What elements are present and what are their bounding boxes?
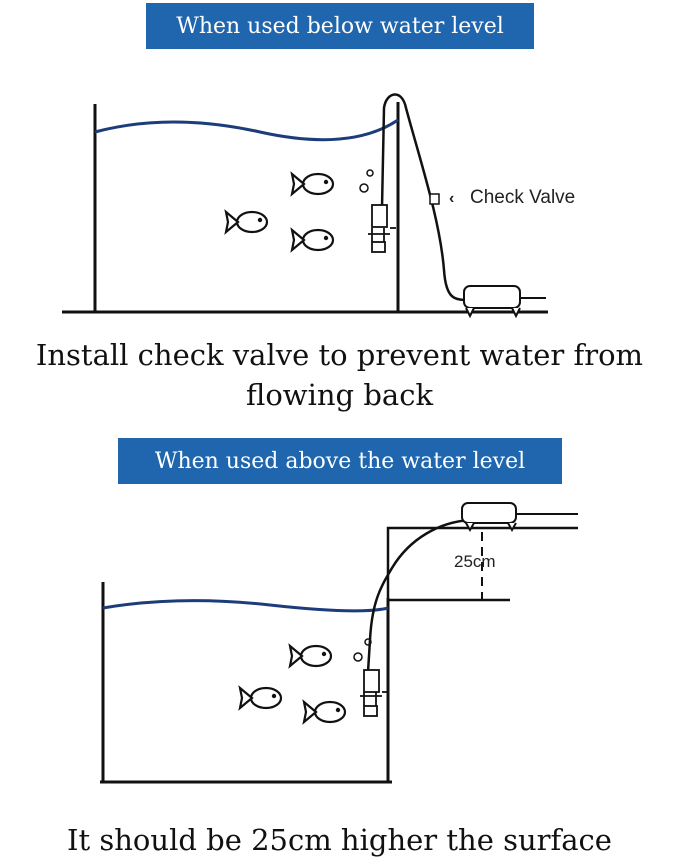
check-valve	[429, 193, 440, 205]
banner-above-title: When used above the water level	[154, 448, 526, 474]
diagram-below-water-level: ‹ Check Valve	[62, 93, 575, 319]
submersible-pump	[368, 204, 396, 253]
fish	[238, 685, 283, 711]
submersible-pump	[360, 669, 388, 717]
caption-above-line: It should be 25cm higher the surface	[67, 823, 612, 857]
bubble	[366, 169, 374, 177]
banner-below-title: When used below water level	[176, 13, 504, 39]
tube	[380, 93, 471, 302]
banner-below-water-level: When used below water level	[146, 3, 534, 49]
caption-above: It should be 25cm higher the surface	[0, 820, 679, 860]
fish	[288, 643, 333, 669]
banner-above-water-level: When used above the water level	[118, 438, 562, 484]
fish	[224, 209, 269, 235]
tube	[366, 518, 471, 673]
outlet-device	[461, 502, 578, 533]
water-surface	[102, 599, 389, 613]
outlet-device	[463, 285, 546, 319]
bubble	[359, 183, 369, 193]
diagram-above-water-level: 25cm	[100, 502, 578, 784]
caption-below-line2: flowing back	[245, 378, 434, 412]
water-surface	[94, 118, 399, 142]
height-label: 25cm	[454, 552, 496, 571]
bubble	[353, 652, 363, 662]
check-valve-arrow-icon: ‹	[449, 190, 454, 207]
check-valve-label: Check Valve	[470, 187, 575, 208]
fish	[302, 699, 347, 725]
caption-below: Install check valve to prevent water fro…	[0, 335, 679, 415]
fish	[290, 171, 335, 197]
caption-below-line1: Install check valve to prevent water fro…	[35, 338, 644, 372]
bubble	[364, 638, 372, 646]
fish	[290, 227, 335, 253]
